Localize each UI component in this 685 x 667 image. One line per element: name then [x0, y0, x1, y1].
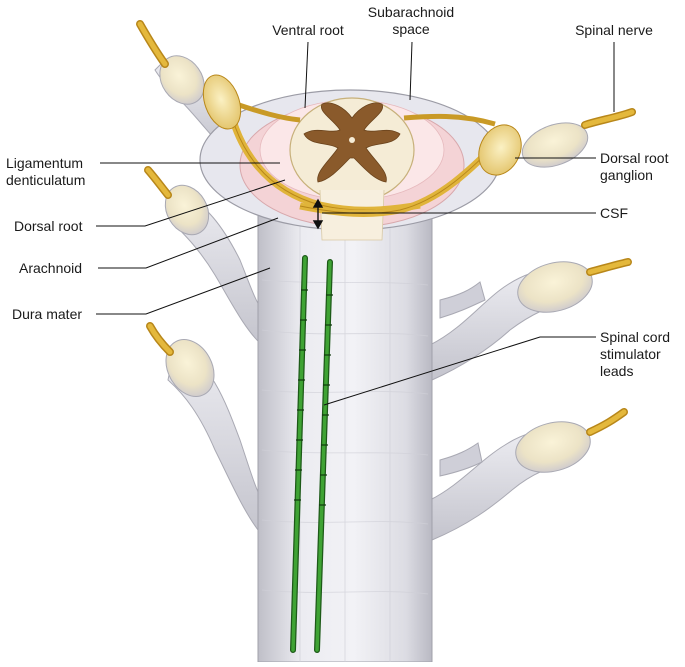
label-stimulator-line2: stimulator [600, 346, 661, 362]
label-spinal-nerve: Spinal nerve [575, 22, 653, 38]
dorsal-root-ganglion-left [202, 74, 242, 130]
label-subarachnoid-line2: space [392, 21, 430, 37]
stimulator-lead-left [290, 255, 308, 653]
stimulator-lead-right [314, 259, 333, 653]
label-dorsal-root: Dorsal root [14, 218, 83, 234]
cross-section [199, 74, 522, 241]
lower-root-sleeves [154, 55, 593, 541]
label-subarachnoid-line1: Subarachnoid [367, 4, 455, 20]
label-spinal-cord-stimulator-leads: Spinal cord stimulator leads [600, 329, 670, 380]
label-arachnoid: Arachnoid [19, 260, 83, 276]
label-stimulator-line1: Spinal cord [600, 329, 671, 345]
label-stimulator-line3: leads [600, 363, 634, 379]
label-subarachnoid-space: Subarachnoid space [356, 4, 466, 38]
spinal-nerves [136, 20, 636, 436]
label-dorsal-root-ganglion: Dorsal root ganglion [600, 150, 668, 184]
label-ventral-root: Ventral root [272, 22, 344, 38]
label-dura-mater: Dura mater [12, 306, 83, 322]
label-ligamentum-denticulatum: Ligamentum denticulatum [6, 155, 85, 189]
csf-arrow [312, 198, 324, 230]
label-ligamentum-line1: Ligamentum [6, 155, 84, 171]
label-ganglion-line2: ganglion [600, 167, 653, 183]
label-ganglion-line1: Dorsal root [600, 150, 669, 166]
label-ligamentum-line2: denticulatum [6, 172, 86, 188]
stimulator-electrode-contacts [294, 289, 333, 506]
leader-lines [96, 41, 615, 406]
label-csf: CSF [600, 205, 628, 221]
